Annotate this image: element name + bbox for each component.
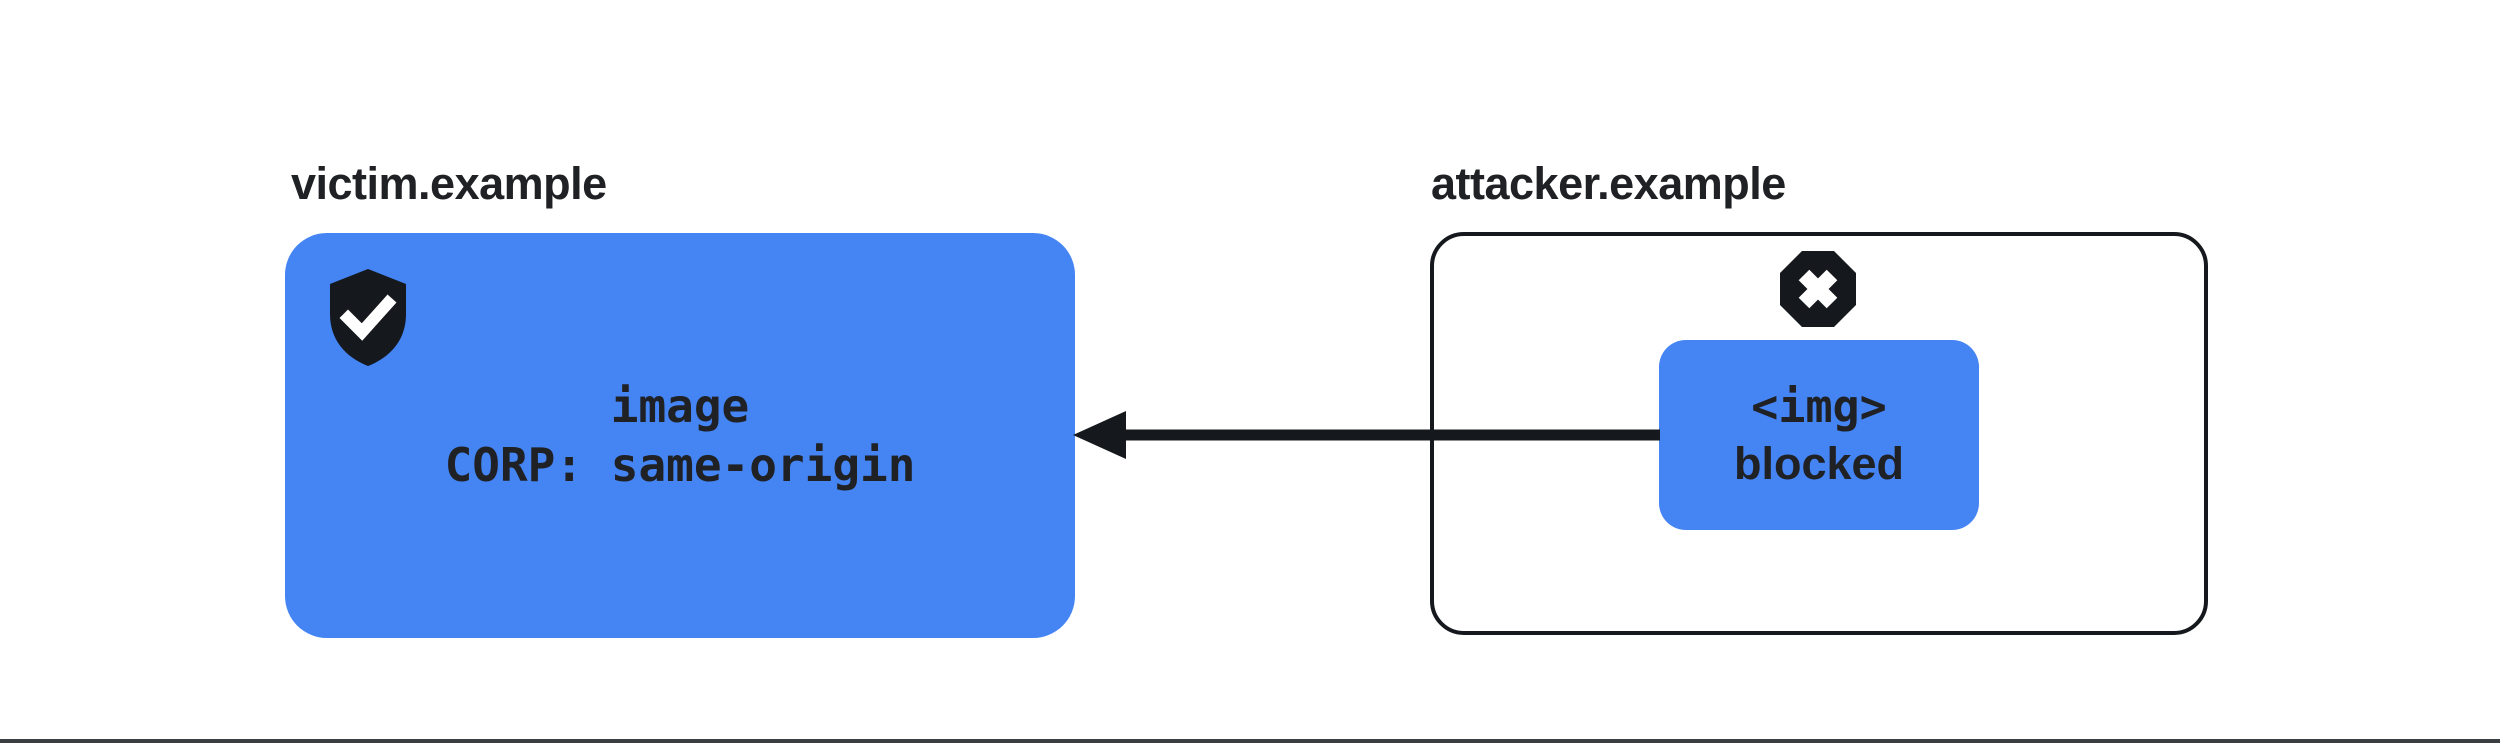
blocked-request-box: <img> blocked	[1659, 340, 1979, 530]
arrow-left-icon	[1060, 405, 1660, 465]
corp-header-line: CORP: same-origin	[444, 437, 916, 492]
victim-origin-label: victim.example	[291, 158, 607, 209]
blocked-status-line: blocked	[1733, 438, 1905, 489]
resource-type-line: image	[610, 378, 750, 433]
img-tag-line: <img>	[1751, 380, 1887, 433]
shield-check-icon	[330, 269, 406, 366]
victim-resource-text: image CORP: same-origin	[285, 233, 1075, 638]
attacker-origin-label: attacker.example	[1431, 158, 1786, 209]
bottom-divider	[0, 739, 2500, 743]
octagon-x-icon	[1779, 250, 1857, 328]
victim-resource-box: image CORP: same-origin	[285, 233, 1075, 638]
